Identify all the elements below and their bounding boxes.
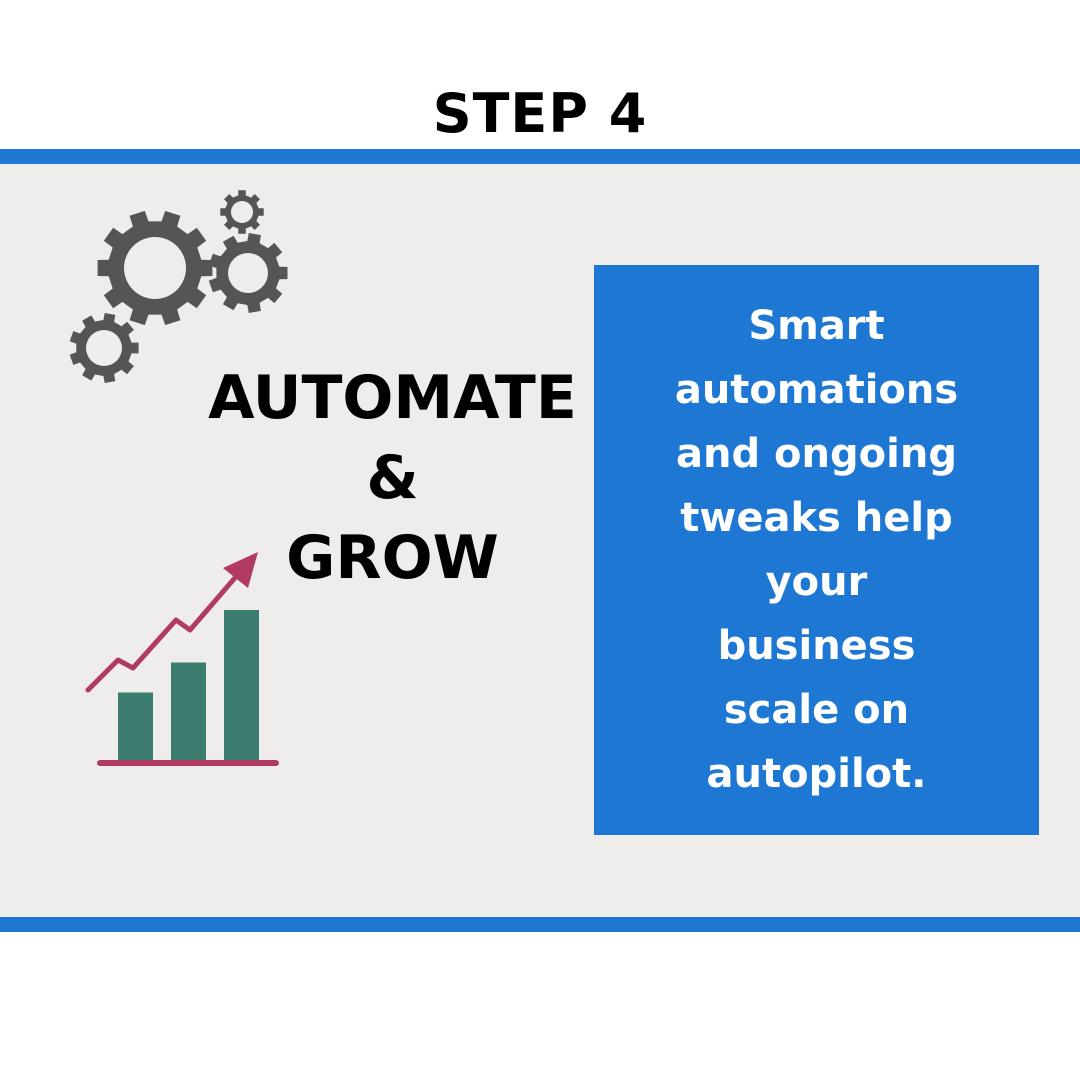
gears-icon	[69, 190, 288, 383]
small-gear-top	[220, 190, 264, 234]
small-gear-bottom	[69, 313, 139, 383]
bottom-divider	[0, 917, 1080, 932]
step-title: STEP 4	[432, 82, 648, 145]
info-line: automations	[674, 367, 959, 413]
headline-line-automate: AUTOMATE	[208, 363, 577, 433]
info-text: Smart automations and ongoing tweaks hel…	[617, 294, 1017, 806]
info-line: business	[717, 623, 916, 669]
headline-line-ampersand: &	[366, 443, 419, 513]
top-divider	[0, 149, 1080, 164]
medium-gear	[208, 233, 288, 313]
chart-bar	[118, 692, 153, 760]
chart-bar	[224, 610, 259, 760]
info-line: scale on	[723, 687, 910, 733]
large-gear	[97, 210, 213, 326]
info-line: autopilot.	[706, 751, 927, 797]
headline-line-grow: GROW	[286, 523, 499, 593]
growth-arrow-line	[85, 569, 243, 693]
info-box: Smart automations and ongoing tweaks hel…	[594, 265, 1039, 835]
growth-chart-icon	[85, 552, 279, 766]
headline: AUTOMATE & GROW	[195, 358, 590, 598]
info-line: your	[765, 559, 868, 605]
growth-arrow-head	[223, 552, 258, 588]
info-line: Smart	[748, 303, 885, 349]
chart-bar	[171, 662, 206, 760]
info-line: tweaks help	[680, 495, 953, 541]
info-line: and ongoing	[676, 431, 957, 477]
